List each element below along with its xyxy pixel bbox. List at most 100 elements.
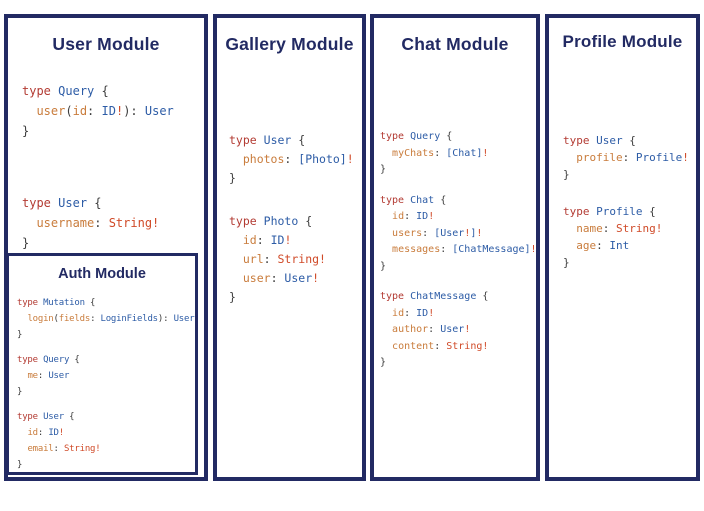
code-token: ): <box>157 314 174 324</box>
code-line: type Mutation { <box>17 295 195 311</box>
code-token: User <box>263 133 292 147</box>
code-token: } <box>17 460 23 470</box>
panel-profile-module: Profile Module type User { profile: Prof… <box>545 14 700 481</box>
code-token: ! <box>58 428 64 438</box>
code-token: : <box>622 151 636 164</box>
code-line: } <box>17 384 195 400</box>
code-block: type User { photos: [Photo]!} <box>229 131 362 188</box>
code-token: : <box>90 314 101 324</box>
code-token: : <box>404 307 417 319</box>
code-chat-module: type Query { myChats: [Chat]!}type Chat … <box>374 129 537 372</box>
code-token: ] <box>470 227 477 239</box>
code-line: } <box>22 233 204 253</box>
code-token <box>563 151 576 164</box>
panel-title-gallery-module: Gallery Module <box>225 34 354 54</box>
code-token: content <box>392 340 435 352</box>
code-line: } <box>17 327 195 343</box>
code-token: ! <box>482 147 489 159</box>
code-token: String! <box>446 340 489 352</box>
code-block: type Query { myChats: [Chat]!} <box>380 129 536 179</box>
code-token: : <box>263 252 278 266</box>
code-token: url <box>242 252 264 266</box>
code-line: user(id: ID!): User <box>22 101 204 121</box>
code-line: type User { <box>229 131 362 150</box>
panel-gallery-module: Gallery Module type User { photos: [Phot… <box>213 14 366 481</box>
code-token: User <box>144 104 174 118</box>
code-line: } <box>17 457 195 472</box>
code-line: type User { <box>22 193 204 213</box>
code-token: String! <box>108 216 160 230</box>
code-token <box>229 271 243 285</box>
code-token: Profile <box>635 151 683 164</box>
code-token: { <box>87 196 102 210</box>
code-token: ! <box>464 324 471 335</box>
code-token: type <box>17 412 38 422</box>
code-token: User <box>48 371 70 381</box>
code-token: ! <box>115 104 124 118</box>
code-line: messages: [ChatMessage]! <box>380 242 537 259</box>
code-line: login(fields: LoginFields): User <box>17 311 195 327</box>
code-token: type <box>380 194 405 206</box>
code-user-module: type Query { user(id: ID!): User}type Us… <box>8 81 204 253</box>
code-token: user <box>36 104 66 118</box>
code-line: id: ID! <box>380 306 536 323</box>
code-token: : <box>434 147 447 159</box>
code-token: ID <box>48 428 59 438</box>
code-token: : <box>434 340 447 352</box>
code-token: : <box>94 216 109 230</box>
code-line: } <box>229 169 362 188</box>
code-token: { <box>63 412 75 422</box>
code-token: : <box>284 152 299 166</box>
code-token <box>563 222 576 235</box>
code-token: type <box>17 298 38 308</box>
code-token: String! <box>277 252 326 266</box>
code-gallery-module: type User { photos: [Photo]!}type Photo … <box>217 131 362 307</box>
code-token: ! <box>428 211 435 222</box>
code-token: : <box>428 324 441 335</box>
code-block: type Mutation { login(fields: LoginField… <box>17 295 195 343</box>
panel-title-profile-module: Profile Module <box>562 32 683 51</box>
code-token: User <box>173 314 195 324</box>
code-line: type User { <box>563 132 696 149</box>
code-line: } <box>563 254 696 271</box>
code-token: messages <box>392 244 441 255</box>
code-token: { <box>440 131 453 142</box>
code-token <box>380 228 392 239</box>
code-token: } <box>380 164 387 175</box>
code-token: ! <box>464 227 471 239</box>
code-token: ( <box>65 104 73 118</box>
code-token: type <box>380 291 405 302</box>
code-profile-module: type User { profile: Profile!} type Profi… <box>549 132 696 271</box>
code-token: Query <box>410 131 441 142</box>
code-token <box>257 133 264 147</box>
code-token: profile <box>576 151 623 164</box>
code-token: : <box>404 211 417 222</box>
code-token <box>563 239 576 252</box>
code-token: : <box>270 271 285 285</box>
code-token: ChatMessage <box>410 291 477 302</box>
code-line: type Query { <box>17 352 195 368</box>
code-token: id <box>392 211 405 222</box>
code-token: } <box>229 290 236 304</box>
code-block: type User { profile: Profile!} <box>563 132 696 183</box>
code-token: [ChatMessage] <box>452 244 531 255</box>
code-token: [User <box>434 227 465 239</box>
code-token <box>380 211 392 222</box>
code-block: type Query { me: User} <box>17 352 195 400</box>
code-line: user: User! <box>229 269 362 288</box>
code-token: age <box>576 239 597 252</box>
code-token: username <box>36 216 95 230</box>
code-token: ID <box>270 233 285 247</box>
code-token: : <box>602 222 616 235</box>
code-line: photos: [Photo]! <box>229 150 362 169</box>
code-line: email: String! <box>17 441 195 457</box>
code-token: type <box>22 84 51 98</box>
code-token: type <box>563 205 590 218</box>
code-token <box>380 244 392 255</box>
code-token: LoginFields <box>100 314 159 324</box>
code-token: ID <box>416 307 429 319</box>
code-token: ( <box>53 314 59 324</box>
code-line: } <box>380 355 536 372</box>
code-token: ): <box>123 104 145 118</box>
code-token: } <box>229 171 236 185</box>
